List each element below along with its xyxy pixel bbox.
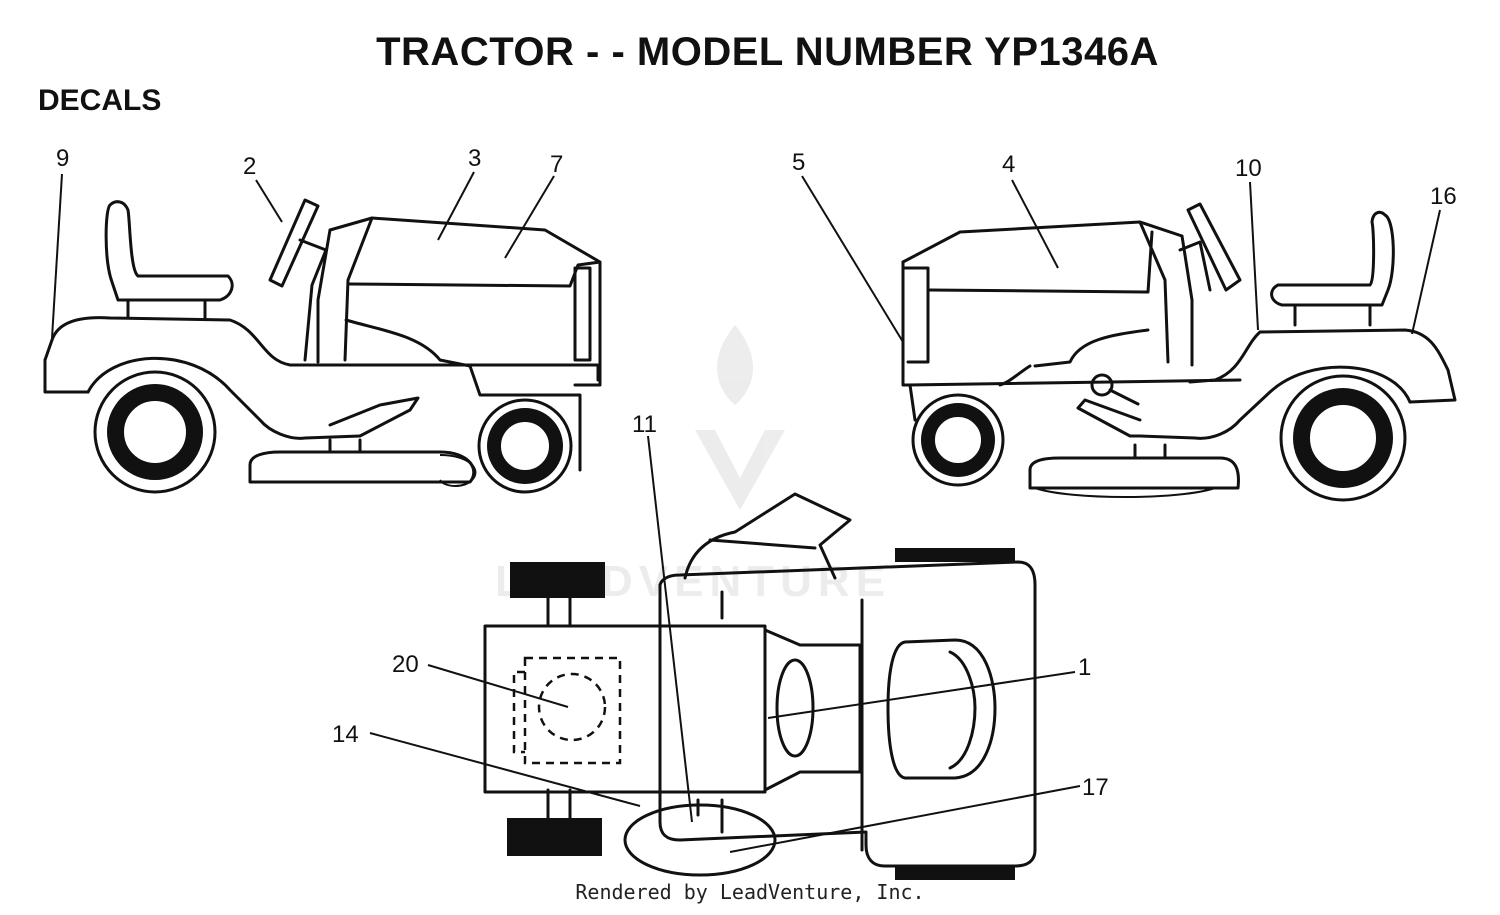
callout-9: 9	[56, 145, 69, 172]
watermark-logo	[695, 325, 785, 510]
callout-labels: 9 2 3 7 5 4 10 16 11 20 1 14 17	[56, 145, 1457, 801]
rear-wheel-bottom	[895, 866, 1015, 880]
callout-10: 10	[1235, 155, 1262, 182]
callout-14: 14	[332, 721, 359, 748]
callout-11: 11	[632, 411, 657, 438]
section-title: DECALS	[38, 84, 162, 117]
diagram-title: TRACTOR - - MODEL NUMBER YP1346A	[376, 30, 1159, 74]
callout-5: 5	[792, 149, 805, 176]
tractor-top-view	[483, 492, 1037, 880]
callout-1: 1	[1078, 654, 1091, 681]
rear-wheel-top	[895, 548, 1015, 562]
callout-2: 2	[243, 153, 256, 180]
callout-3: 3	[468, 145, 481, 172]
front-wheel-top	[510, 562, 605, 598]
callout-4: 4	[1002, 151, 1015, 178]
tractor-right-side-view	[901, 202, 1457, 502]
leader-lines	[51, 171, 1441, 853]
callout-16: 16	[1430, 183, 1457, 210]
tractor-left-side-view	[43, 198, 602, 494]
callout-17: 17	[1082, 774, 1109, 801]
front-wheel-bottom	[507, 818, 602, 856]
callout-7: 7	[550, 151, 563, 178]
footer-credit: Rendered by LeadVenture, Inc.	[575, 880, 925, 904]
callout-20: 20	[392, 651, 419, 678]
